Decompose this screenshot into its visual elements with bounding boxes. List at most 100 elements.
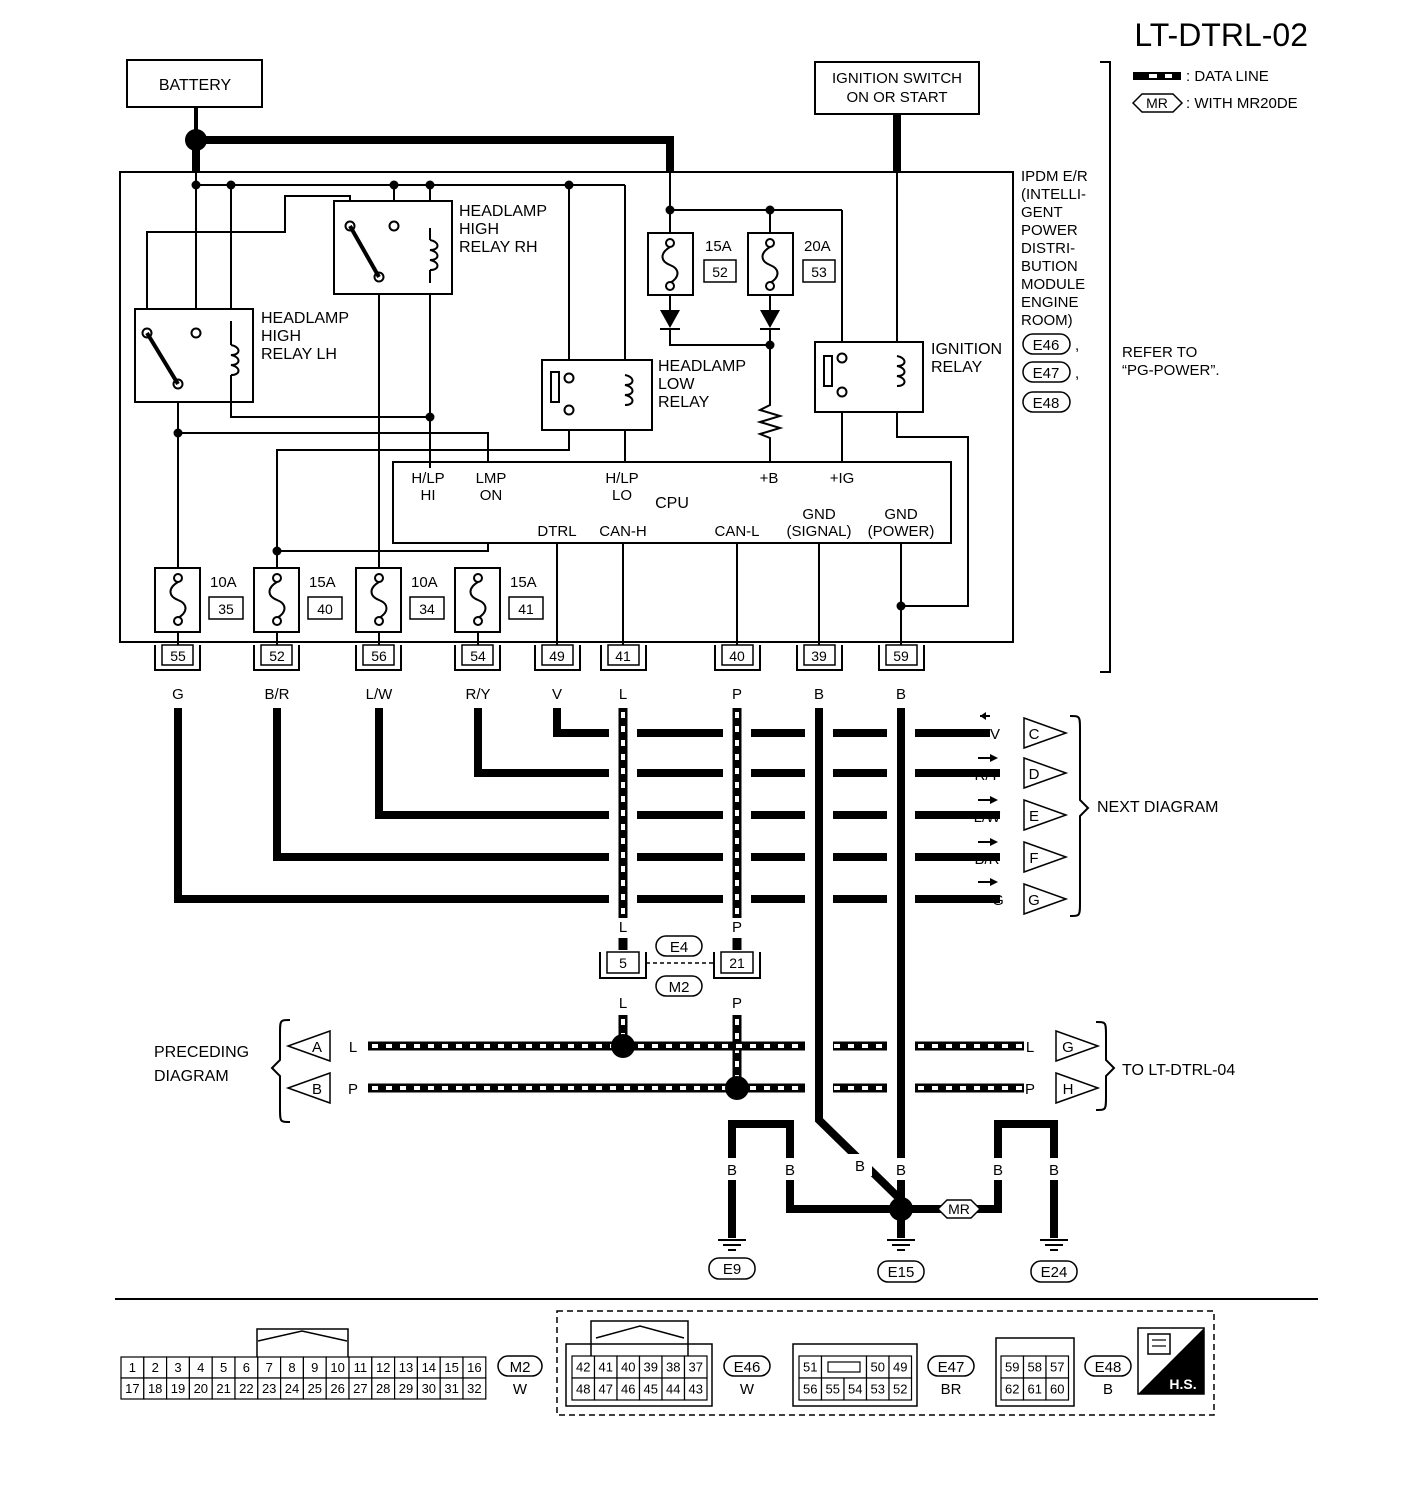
wire-color: B/R bbox=[264, 686, 289, 703]
cpu-box bbox=[392, 461, 952, 544]
terminal-number: 52 bbox=[269, 648, 285, 664]
pin-number: 12 bbox=[376, 1360, 390, 1375]
terminal-box bbox=[721, 644, 754, 666]
relay-switch-bar bbox=[550, 371, 560, 403]
relay-label: RELAY bbox=[658, 394, 710, 411]
relay-label: RELAY RH bbox=[459, 239, 538, 256]
pin-number: 50 bbox=[871, 1360, 885, 1375]
relay-coil bbox=[230, 344, 240, 376]
relay-contact bbox=[836, 386, 848, 398]
pin-number: 18 bbox=[148, 1381, 162, 1396]
cpu-pin-label: DTRL bbox=[537, 523, 576, 540]
flag-wire-color: L bbox=[349, 1039, 357, 1056]
label-gap bbox=[889, 1158, 913, 1180]
flag-wire-color: B/R bbox=[974, 851, 999, 868]
pin-number: 29 bbox=[399, 1381, 413, 1396]
terminal-55: 55 G bbox=[154, 644, 201, 703]
pin-number: 42 bbox=[576, 1360, 590, 1375]
connector-tag-text: E47 bbox=[938, 1359, 965, 1376]
label-gap bbox=[778, 1158, 802, 1180]
terminal-54: 54 R/Y bbox=[454, 644, 501, 703]
terminal-number: 56 bbox=[371, 648, 387, 664]
ipdm-label-line: BUTION bbox=[1021, 258, 1078, 275]
flag-letter: C bbox=[1029, 726, 1040, 743]
terminal-box bbox=[803, 644, 836, 666]
flag-wire-color: P bbox=[1025, 1081, 1035, 1098]
terminal-box bbox=[541, 644, 574, 666]
connector-color: B bbox=[1103, 1381, 1113, 1398]
pin-number: 19 bbox=[171, 1381, 185, 1396]
relay-label: HEADLAMP bbox=[658, 358, 746, 375]
pin-number: 44 bbox=[666, 1382, 680, 1397]
wire-color: B bbox=[855, 1158, 865, 1175]
connector-latch-roof bbox=[595, 1325, 685, 1339]
wire-color: B bbox=[896, 1162, 906, 1179]
fuse-terminal bbox=[272, 616, 282, 626]
flag-letter: F bbox=[1029, 850, 1038, 867]
cpu-label: CPU bbox=[655, 495, 689, 512]
data-line-legend-text: : DATA LINE bbox=[1186, 68, 1269, 85]
ipdm-label-line: POWER bbox=[1021, 222, 1078, 239]
connector-tag-text: E46 bbox=[1033, 337, 1060, 354]
cpu-pin-label: ON bbox=[480, 487, 503, 504]
label-gap bbox=[720, 1158, 744, 1180]
pin-number: 9 bbox=[311, 1360, 318, 1375]
ipdm-label: IPDM E/R (INTELLI- GENT POWER DISTRI- BU… bbox=[1021, 168, 1088, 329]
wire-b-r bbox=[273, 708, 1000, 861]
pin-number: 49 bbox=[893, 1360, 907, 1375]
ipdm-label-line: IPDM E/R bbox=[1021, 168, 1088, 185]
legend: : DATA LINE MR : WITH MR20DE bbox=[1131, 68, 1298, 113]
terminal-number: 40 bbox=[729, 648, 745, 664]
pin-number: 23 bbox=[262, 1381, 276, 1396]
fuse-terminal bbox=[374, 573, 384, 583]
gnd-signal-wire bbox=[815, 708, 904, 1203]
can-splice bbox=[725, 1076, 749, 1100]
pin-cell bbox=[683, 1377, 708, 1401]
ground-tag bbox=[708, 1257, 756, 1280]
connector-tag bbox=[655, 935, 703, 957]
cpu-pin-label: LMP bbox=[476, 470, 507, 487]
connector-latch-roof bbox=[257, 1330, 348, 1342]
flag-wire-color: L/W bbox=[974, 809, 1002, 826]
pin-number: 39 bbox=[644, 1360, 658, 1375]
splice-dot bbox=[765, 340, 775, 350]
terminal-56: 56 L/W bbox=[355, 644, 402, 703]
to-next-brace bbox=[1095, 1021, 1116, 1111]
cpu-pin-label: (SIGNAL) bbox=[786, 523, 851, 540]
fuse-element bbox=[268, 581, 286, 619]
ground-tag-text: E9 bbox=[723, 1261, 741, 1278]
refer-to-label-2: “PG-POWER”. bbox=[1122, 362, 1220, 379]
arrow-head-icon bbox=[990, 838, 998, 846]
pin-number: 47 bbox=[599, 1382, 613, 1397]
connector-tag-text: E48 bbox=[1095, 1359, 1122, 1376]
diode-icon bbox=[660, 310, 680, 328]
connector-color: BR bbox=[941, 1381, 962, 1398]
pin-box bbox=[720, 951, 754, 974]
terminal-outline bbox=[253, 645, 300, 671]
fuse-number-box bbox=[508, 596, 544, 620]
fuse-terminal bbox=[374, 616, 384, 626]
pin-number: 61 bbox=[1028, 1382, 1042, 1397]
next-diagram-brace bbox=[1069, 715, 1090, 917]
pin-outline bbox=[599, 952, 647, 979]
wire-color: P bbox=[732, 686, 742, 703]
terminal-number: 54 bbox=[470, 648, 486, 664]
internal-wire bbox=[669, 330, 770, 346]
pin-number: 31 bbox=[444, 1381, 458, 1396]
fuse-number-box bbox=[802, 259, 836, 283]
connector-comma: , bbox=[1075, 337, 1079, 354]
wire-color: L bbox=[619, 686, 627, 703]
pin-number: 13 bbox=[399, 1360, 413, 1375]
internal-wire bbox=[230, 378, 430, 418]
terminal-outline bbox=[796, 645, 843, 671]
pin-number: 4 bbox=[197, 1360, 204, 1375]
splice-dot bbox=[389, 180, 399, 190]
flag-triangle bbox=[1023, 882, 1069, 916]
terminal-outline bbox=[714, 645, 761, 671]
pin-number: 16 bbox=[467, 1360, 481, 1375]
pin-number: 21 bbox=[729, 955, 745, 971]
wire-color: V bbox=[552, 686, 562, 703]
connector-tag-text: M2 bbox=[510, 1359, 531, 1376]
